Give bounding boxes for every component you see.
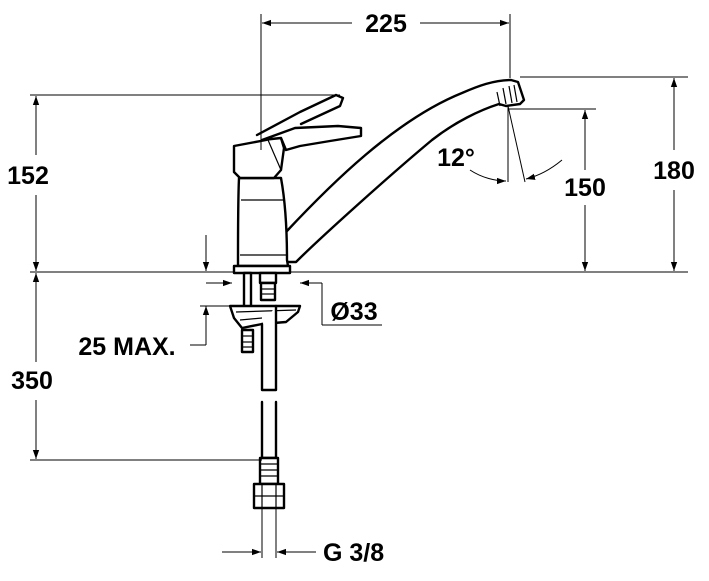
lever	[260, 124, 363, 152]
hose-length-label: 350	[11, 367, 53, 395]
lever-raised	[255, 93, 345, 137]
dimension-thread: G 3/8	[222, 508, 384, 567]
handle-height-label: 152	[7, 162, 49, 190]
width-label: 225	[365, 10, 407, 38]
dimension-225: 225	[260, 10, 511, 150]
dimension-hole: Ø33	[206, 279, 382, 326]
dimension-150: 150	[508, 108, 606, 271]
mixer-body	[236, 176, 290, 268]
hole-diameter-label: Ø33	[330, 298, 377, 326]
dimension-152: 152	[7, 94, 340, 271]
dimension-180: 180	[520, 76, 695, 271]
spout-height-label: 150	[564, 174, 606, 202]
thread-label: G 3/8	[323, 539, 384, 567]
faucet-body	[232, 78, 526, 275]
hose-lower	[260, 400, 278, 460]
total-height-label: 180	[653, 157, 695, 185]
handle-head	[232, 134, 286, 180]
dimension-350: 350	[11, 273, 262, 461]
spout-angle-label: 12°	[437, 144, 475, 172]
hose-upper	[260, 304, 278, 392]
deck-thickness-label: 25 MAX.	[78, 333, 175, 361]
spout	[284, 78, 526, 264]
dimension-angle: 12°	[437, 105, 563, 185]
mounting-assembly	[228, 271, 302, 510]
dimension-deck: 25 MAX.	[78, 235, 232, 361]
